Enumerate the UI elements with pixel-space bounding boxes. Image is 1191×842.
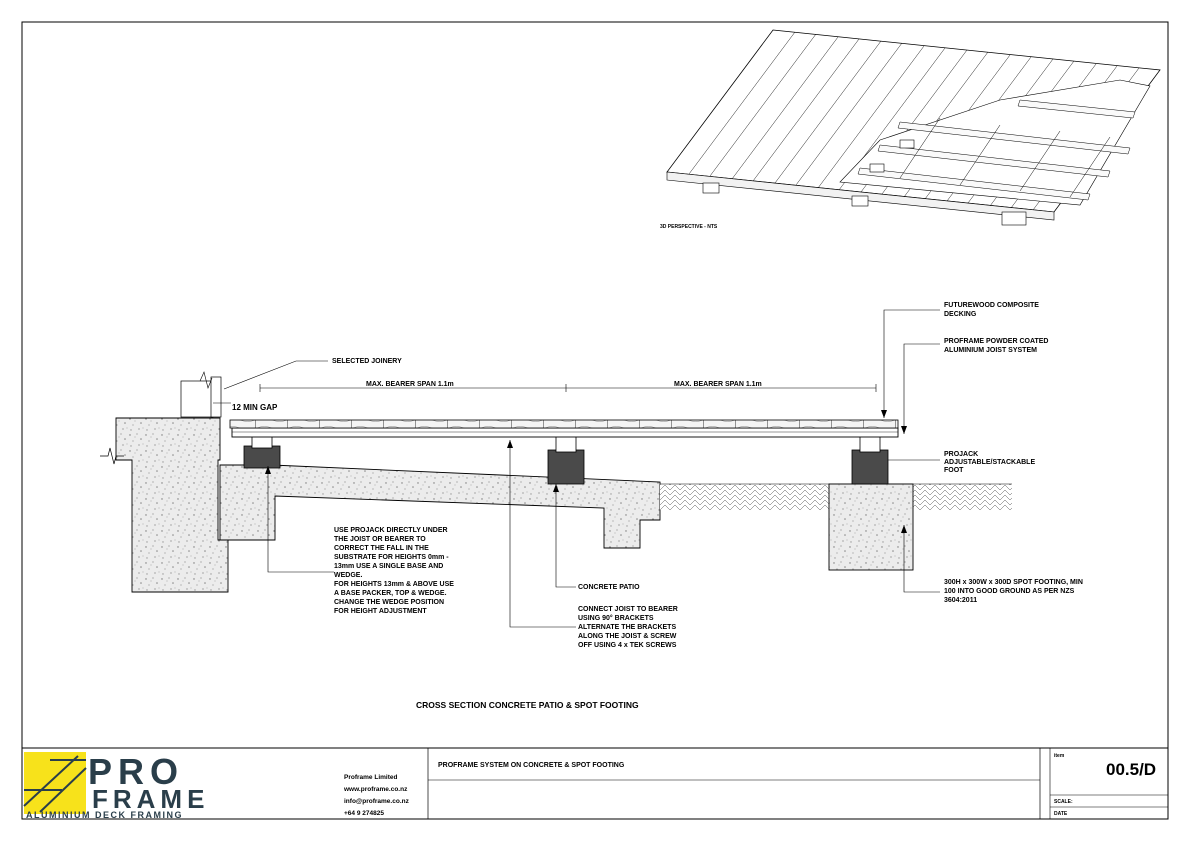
footing-note: 300H x 300W x 300D SPOT FOOTING, MIN 100… xyxy=(944,579,1083,604)
projack-label-2: ADJUSTABLE/STACKABLE xyxy=(944,459,1035,466)
logo-frame: FRAME xyxy=(92,784,209,814)
svg-text:FOR HEIGHTS 13mm & ABOVE USE: FOR HEIGHTS 13mm & ABOVE USE xyxy=(334,581,454,588)
projack-label-3: FOOT xyxy=(944,467,964,474)
svg-text:13mm USE A SINGLE BASE AND: 13mm USE A SINGLE BASE AND xyxy=(334,563,443,570)
section-title: CROSS SECTION CONCRETE PATIO & SPOT FOOT… xyxy=(416,700,639,710)
bracket-note: CONNECT JOIST TO BEARER USING 90° BRACKE… xyxy=(578,606,678,649)
decking xyxy=(229,419,899,429)
perspective-view xyxy=(666,29,1161,226)
svg-text:3604:2011: 3604:2011 xyxy=(944,597,977,604)
svg-text:OFF USING 4 x TEK SCREWS: OFF USING 4 x TEK SCREWS xyxy=(578,642,677,649)
joist-label-1: PROFRAME POWDER COATED xyxy=(944,338,1048,345)
svg-text:FOR HEIGHT ADJUSTMENT: FOR HEIGHT ADJUSTMENT xyxy=(334,608,427,615)
logo-tagline: ALUMINIUM DECK FRAMING xyxy=(26,810,183,820)
drawing-title: PROFRAME SYSTEM ON CONCRETE & SPOT FOOTI… xyxy=(438,762,625,769)
proframe-logo xyxy=(23,752,87,814)
projack-note: USE PROJACK DIRECTLY UNDER THE JOIST OR … xyxy=(334,527,454,615)
company-web: www.proframe.co.nz xyxy=(343,786,408,793)
logo-pro: PRO xyxy=(88,751,184,792)
svg-text:300H x 300W x 300D SPOT FOOTIN: 300H x 300W x 300D SPOT FOOTING, MIN xyxy=(944,579,1083,586)
concrete-patio xyxy=(219,464,661,549)
svg-text:CONNECT JOIST TO BEARER: CONNECT JOIST TO BEARER xyxy=(578,606,678,613)
projack-label-1: PROJACK xyxy=(944,451,978,458)
item-label: item xyxy=(1054,753,1065,759)
concrete-patio-label: CONCRETE PATIO xyxy=(578,584,640,591)
joinery-label: SELECTED JOINERY xyxy=(332,358,402,365)
company-name: Proframe Limited xyxy=(344,774,397,781)
company-email: info@proframe.co.nz xyxy=(344,798,410,805)
svg-text:USE PROJACK DIRECTLY UNDER: USE PROJACK DIRECTLY UNDER xyxy=(334,527,448,534)
joist xyxy=(231,427,899,438)
svg-text:ALTERNATE THE BRACKETS: ALTERNATE THE BRACKETS xyxy=(578,624,676,631)
house-foundation xyxy=(115,417,229,593)
cross-section xyxy=(100,309,1012,628)
projack-feet xyxy=(243,435,889,485)
svg-text:WEDGE.: WEDGE. xyxy=(334,572,362,579)
decking-label-2: DECKING xyxy=(944,311,977,318)
svg-text:A BASE PACKER, TOP & WEDGE.: A BASE PACKER, TOP & WEDGE. xyxy=(334,590,447,597)
svg-text:THE JOIST OR BEARER TO: THE JOIST OR BEARER TO xyxy=(334,536,426,543)
svg-text:CORRECT THE FALL IN THE: CORRECT THE FALL IN THE xyxy=(334,545,429,552)
scale-label: SCALE: xyxy=(1054,799,1073,805)
span-right-label: MAX. BEARER SPAN 1.1m xyxy=(674,381,762,388)
gap-label: 12 MIN GAP xyxy=(232,403,278,412)
svg-text:CHANGE THE WEDGE POSITION: CHANGE THE WEDGE POSITION xyxy=(334,599,444,606)
svg-text:USING 90° BRACKETS: USING 90° BRACKETS xyxy=(578,614,654,622)
svg-text:ALONG THE JOIST & SCREW: ALONG THE JOIST & SCREW xyxy=(578,633,677,640)
svg-text:SUBSTRATE FOR HEIGHTS 0mm -: SUBSTRATE FOR HEIGHTS 0mm - xyxy=(334,554,449,561)
span-left-label: MAX. BEARER SPAN 1.1m xyxy=(366,381,454,388)
spot-footing xyxy=(828,483,914,571)
date-label: DATE xyxy=(1054,811,1068,817)
perspective-caption: 3D PERSPECTIVE - NTS xyxy=(660,224,718,230)
title-block xyxy=(22,747,1168,819)
joist-label-2: ALUMINIUM JOIST SYSTEM xyxy=(944,347,1037,354)
joinery xyxy=(180,380,214,418)
svg-text:100 INTO GOOD GROUND AS PER NZ: 100 INTO GOOD GROUND AS PER NZS xyxy=(944,588,1075,595)
decking-label-1: FUTUREWOOD COMPOSITE xyxy=(944,302,1039,309)
company-phone: +64 9 274825 xyxy=(344,810,384,817)
drawing-number: 00.5/D xyxy=(1106,760,1156,779)
sheet-border xyxy=(21,21,1169,820)
